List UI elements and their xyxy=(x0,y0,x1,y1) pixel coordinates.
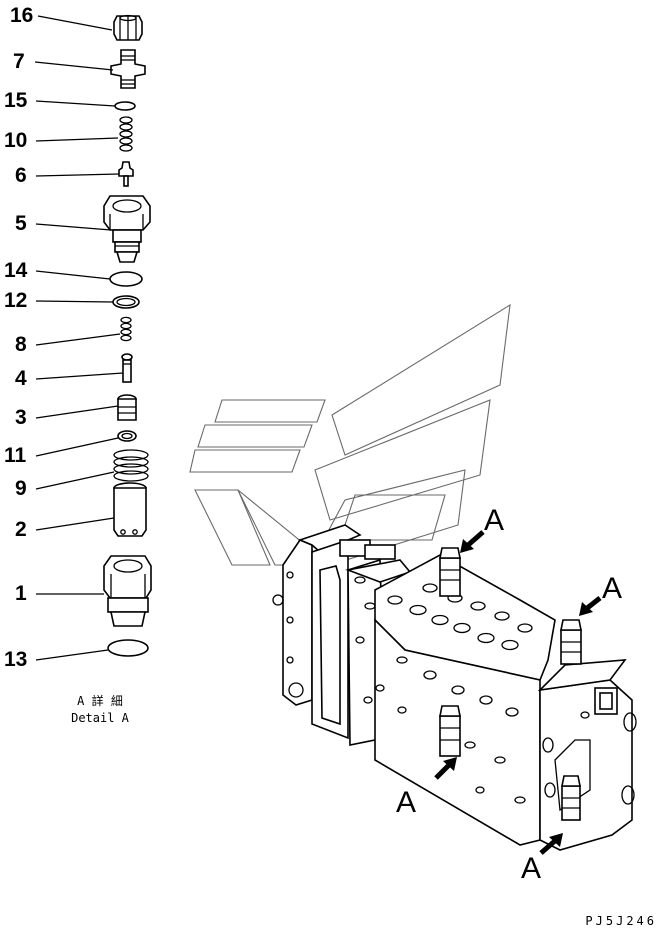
view-marker-a: A xyxy=(484,504,504,537)
callout-9: 9 xyxy=(15,477,27,500)
watermark-logo xyxy=(189,303,511,566)
callout-3: 3 xyxy=(15,406,27,429)
part-9-spring xyxy=(113,449,149,482)
part-4-piston xyxy=(121,353,133,383)
drawing-code: PJ5J246 xyxy=(585,914,657,928)
callout-10: 10 xyxy=(4,129,27,152)
part-7-adjust-screw xyxy=(110,49,146,89)
view-marker-a: A xyxy=(521,852,541,885)
part-10-spring xyxy=(119,116,133,152)
callout-7: 7 xyxy=(13,50,25,73)
callout-1: 1 xyxy=(15,582,27,605)
relief-valve-top-right xyxy=(560,619,582,665)
arrow-icon xyxy=(434,757,457,780)
callout-2: 2 xyxy=(15,518,27,541)
callout-5: 5 xyxy=(15,212,27,235)
callout-14: 14 xyxy=(4,259,28,282)
arrow-icon xyxy=(460,530,485,553)
detail-caption-jp: A 詳 細 xyxy=(77,693,123,708)
arrow-icon xyxy=(539,833,563,855)
view-marker-a: A xyxy=(396,786,416,819)
callout-labels: 16 7 15 10 6 5 14 12 8 4 3 11 9 2 1 13 xyxy=(4,4,33,671)
view-arrows xyxy=(434,530,602,855)
exploded-parts xyxy=(103,14,152,657)
view-marker-a: A xyxy=(602,572,622,605)
part-12-backup-ring xyxy=(112,295,140,309)
part-5-sleeve xyxy=(103,195,151,263)
callout-16: 16 xyxy=(10,4,33,27)
control-valve-assembly xyxy=(272,524,637,851)
part-1-main-valve xyxy=(103,555,152,627)
part-13-o-ring xyxy=(107,639,149,657)
relief-valve-front-right xyxy=(561,775,581,821)
part-2-body xyxy=(113,482,147,537)
callout-13: 13 xyxy=(4,648,27,671)
arrow-icon xyxy=(579,596,602,616)
part-8-spring xyxy=(120,316,132,342)
callout-12: 12 xyxy=(4,289,27,312)
part-3-seat xyxy=(117,394,137,421)
relief-valve-top-center xyxy=(439,547,461,597)
leader-lines xyxy=(34,15,124,661)
part-14-o-ring xyxy=(109,271,143,287)
part-15-ring xyxy=(114,101,136,111)
callout-15: 15 xyxy=(4,89,28,112)
part-16-cap-nut xyxy=(113,14,143,41)
relief-valve-front-center xyxy=(439,705,461,757)
callout-4: 4 xyxy=(15,367,27,390)
callout-6: 6 xyxy=(15,164,27,187)
callout-8: 8 xyxy=(15,333,27,356)
part-11-ring xyxy=(117,430,137,442)
detail-caption-en: Detail A xyxy=(71,711,130,725)
callout-11: 11 xyxy=(4,444,27,467)
part-6-poppet xyxy=(118,161,134,187)
